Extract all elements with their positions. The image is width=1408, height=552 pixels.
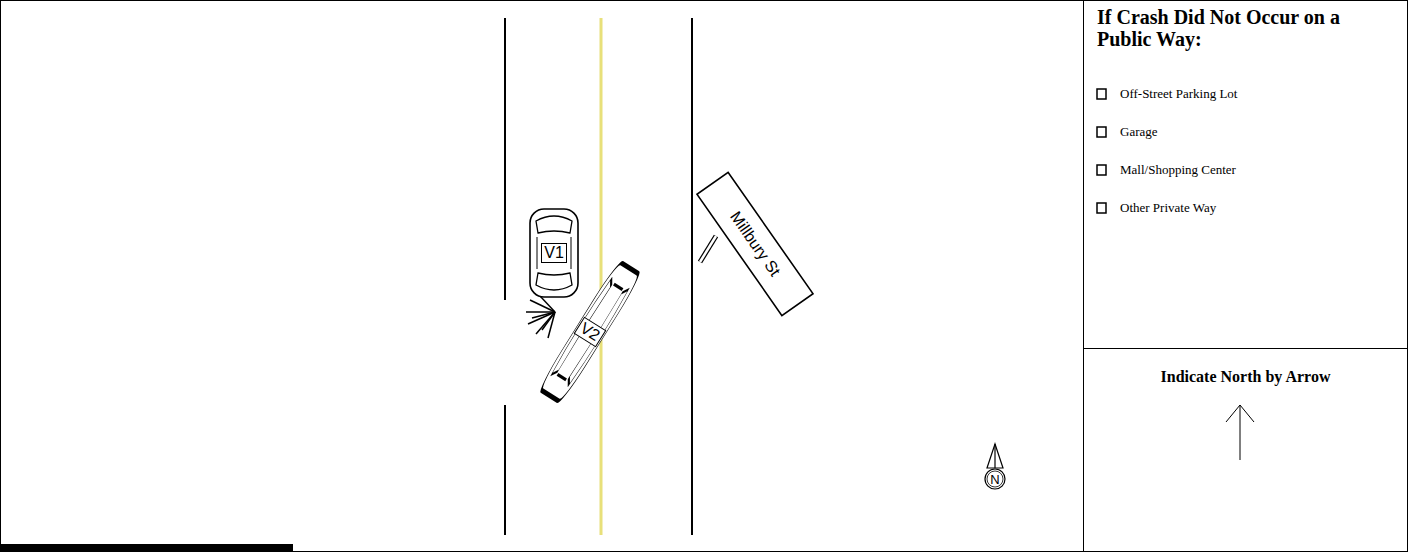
panel-heading: If Crash Did Not Occur on a Public Way:: [1097, 6, 1397, 50]
panel-caption: Indicate North by Arrow: [1083, 368, 1408, 386]
north-arrow-blank: [1226, 405, 1254, 460]
vehicle: V1: [528, 207, 580, 299]
checkbox-label: Off-Street Parking Lot: [1120, 86, 1237, 102]
checkbox-label: Mall/Shopping Center: [1120, 162, 1236, 178]
center-line: [600, 18, 603, 535]
road-edge: [504, 18, 506, 300]
checkbox-label: Other Private Way: [1120, 200, 1216, 216]
panel-divider: [1083, 348, 1408, 349]
road-edge: [691, 18, 693, 535]
vehicle: V2: [537, 286, 643, 379]
sign-post: [700, 236, 716, 262]
node-text: N: [990, 472, 999, 487]
road-edge: [504, 405, 506, 535]
checkbox: [1097, 89, 1106, 213]
impact-marks: [526, 296, 555, 338]
north-symbol: N: [984, 468, 1006, 490]
checkbox-label: Garage: [1120, 124, 1158, 140]
north-arrow: [987, 444, 1003, 468]
sign-post: [700, 236, 716, 262]
black-bar: [0, 544, 293, 552]
panel-divider: [1083, 0, 1084, 552]
node-text: V1: [541, 243, 567, 263]
